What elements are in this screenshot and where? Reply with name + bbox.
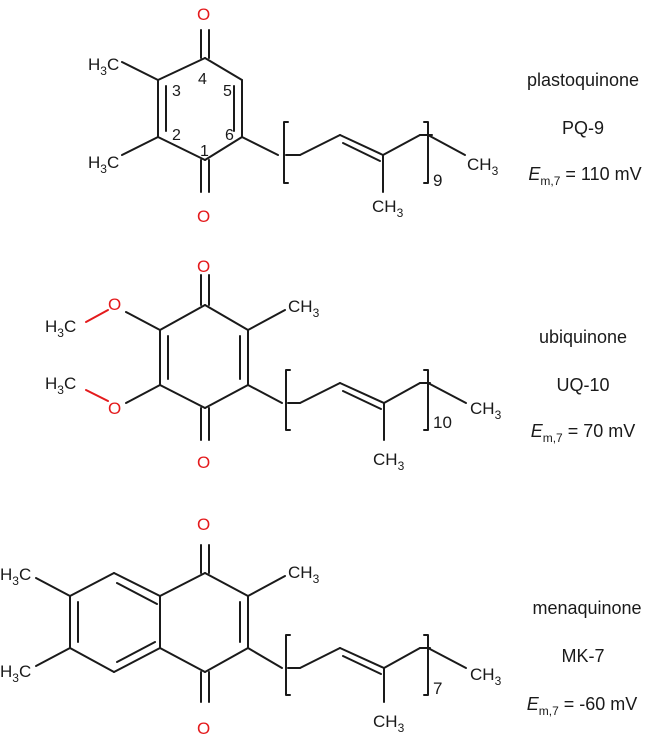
- chain-bond-end: [427, 134, 466, 156]
- ubiquinone-structure: O O CH3 O H3C O H3C CH3: [45, 257, 502, 473]
- bond-bring-1-double: [116, 582, 158, 605]
- bracket-left: [283, 121, 289, 184]
- menaquinone-structure: O O CH3 H3C H3C CH3 7 CH3: [0, 515, 502, 738]
- compound-name: plastoquinone: [527, 70, 639, 90]
- ring-methyl: CH3: [288, 297, 320, 320]
- methoxy-bond-top-ring: [125, 311, 161, 331]
- compound-abbreviation: UQ-10: [556, 375, 609, 395]
- benzene-methyl-top: H3C: [0, 565, 31, 588]
- bond-c3-c4: [157, 57, 206, 81]
- bracket-left: [285, 634, 291, 696]
- chain-bond-end: [427, 647, 467, 669]
- methyl-bond: [247, 309, 286, 331]
- chain-bond-4: [383, 647, 421, 669]
- chain-methyl: CH3: [373, 450, 405, 473]
- methoxy-bond-bottom-methyl: [85, 389, 109, 402]
- chain-bond-3-double: [342, 390, 382, 410]
- oxygen-bottom: O: [197, 453, 210, 472]
- methyl-c3: H3C: [88, 55, 119, 78]
- terminal-methyl: CH3: [467, 155, 499, 178]
- redox-potential: Em,7 = -60 mV: [527, 694, 638, 718]
- chain-bond-4: [382, 134, 421, 156]
- plastoquinone-structure: O O H3C H3C 4 5 6 1 2 3 CH3 9: [88, 5, 499, 226]
- chain-bond-3-double: [342, 655, 382, 675]
- ring-number-6: 6: [225, 127, 234, 144]
- methyl-c2: H3C: [88, 153, 119, 176]
- chain-methyl: CH3: [372, 197, 404, 220]
- ubiquinone-labels: ubiquinone UQ-10 Em,7 = 70 mV: [531, 327, 636, 445]
- plastoquinone-labels: plastoquinone PQ-9 Em,7 = 110 mV: [527, 70, 642, 188]
- compound-name: ubiquinone: [539, 327, 627, 347]
- methoxy-methyl-bottom: H3C: [45, 374, 76, 397]
- bracket-right: [423, 634, 429, 696]
- bond-ring-1: [204, 304, 249, 331]
- benzene-methyl-top-bond: [35, 577, 71, 597]
- quinone-methyl-bond: [247, 575, 286, 597]
- repeat-count: 10: [433, 413, 452, 432]
- ring-number-3: 3: [172, 83, 181, 100]
- chain-bond-3: [339, 134, 384, 156]
- methoxy-methyl-top: H3C: [45, 317, 76, 340]
- repeat-count: 9: [433, 171, 442, 190]
- chain-bond-2: [299, 134, 341, 156]
- bond-ring-3: [204, 384, 249, 409]
- chain-bond-ring: [241, 136, 279, 156]
- bond-ring-4: [159, 384, 206, 409]
- redox-potential: Em,7 = 110 mV: [528, 164, 641, 188]
- chain-bond-end: [427, 382, 467, 404]
- chain-bond-3: [339, 382, 385, 404]
- methyl-bond-c2: [121, 136, 159, 156]
- benzene-methyl-bottom-bond: [35, 647, 71, 667]
- terminal-methyl: CH3: [470, 399, 502, 422]
- ring-number-5: 5: [223, 83, 232, 100]
- quinone-methyl: CH3: [288, 563, 320, 586]
- bond-qring-4: [159, 647, 206, 673]
- methoxy-bond-top-methyl: [85, 309, 109, 323]
- bond-bring-1: [113, 572, 161, 597]
- oxygen-bottom: O: [197, 719, 210, 738]
- terminal-methyl: CH3: [470, 665, 502, 688]
- bond-c4-c5: [204, 57, 243, 81]
- bond-ring-6: [159, 304, 206, 331]
- methoxy-bond-bottom-ring: [125, 384, 161, 404]
- bond-bring-5-double: [116, 641, 156, 663]
- compound-abbreviation: MK-7: [561, 646, 604, 666]
- chain-bond-4: [383, 382, 421, 404]
- methyl-bond-c3: [121, 61, 159, 81]
- menaquinone-labels: menaquinone MK-7 Em,7 = -60 mV: [527, 598, 642, 718]
- repeat-count: 7: [433, 679, 442, 698]
- bond-c6-c1: [204, 136, 243, 161]
- chain-bond-ring: [247, 384, 283, 404]
- methoxy-oxygen-top: O: [108, 295, 121, 314]
- methoxy-oxygen-bottom: O: [108, 399, 121, 418]
- bracket-right: [423, 369, 429, 431]
- compound-abbreviation: PQ-9: [562, 118, 604, 138]
- chain-bond-ring: [247, 647, 283, 669]
- ring-number-2: 2: [172, 127, 181, 144]
- bond-bring-4: [69, 647, 115, 673]
- bond-c1-c2: [157, 136, 206, 161]
- bracket-left: [285, 369, 291, 431]
- chain-methyl: CH3: [373, 712, 405, 735]
- ring-number-1: 1: [200, 143, 209, 160]
- bond-bring-5: [113, 647, 161, 673]
- benzene-methyl-bottom: H3C: [0, 662, 31, 685]
- oxygen-top: O: [197, 515, 210, 534]
- bond-qring-1: [204, 572, 249, 597]
- chain-bond-3-double: [342, 142, 381, 162]
- oxygen-top: O: [197, 5, 210, 24]
- ring-number-4: 4: [198, 71, 207, 88]
- bond-bring-2: [69, 572, 115, 597]
- bond-qring-6: [159, 572, 206, 597]
- oxygen-bottom: O: [197, 207, 210, 226]
- compound-name: menaquinone: [532, 598, 641, 618]
- oxygen-top: O: [197, 257, 210, 276]
- bracket-right: [423, 121, 429, 184]
- chain-bond-3: [339, 647, 385, 669]
- chain-bond-2: [299, 647, 341, 669]
- bond-qring-3: [204, 647, 249, 673]
- redox-potential: Em,7 = 70 mV: [531, 421, 636, 445]
- chain-bond-2: [299, 382, 341, 404]
